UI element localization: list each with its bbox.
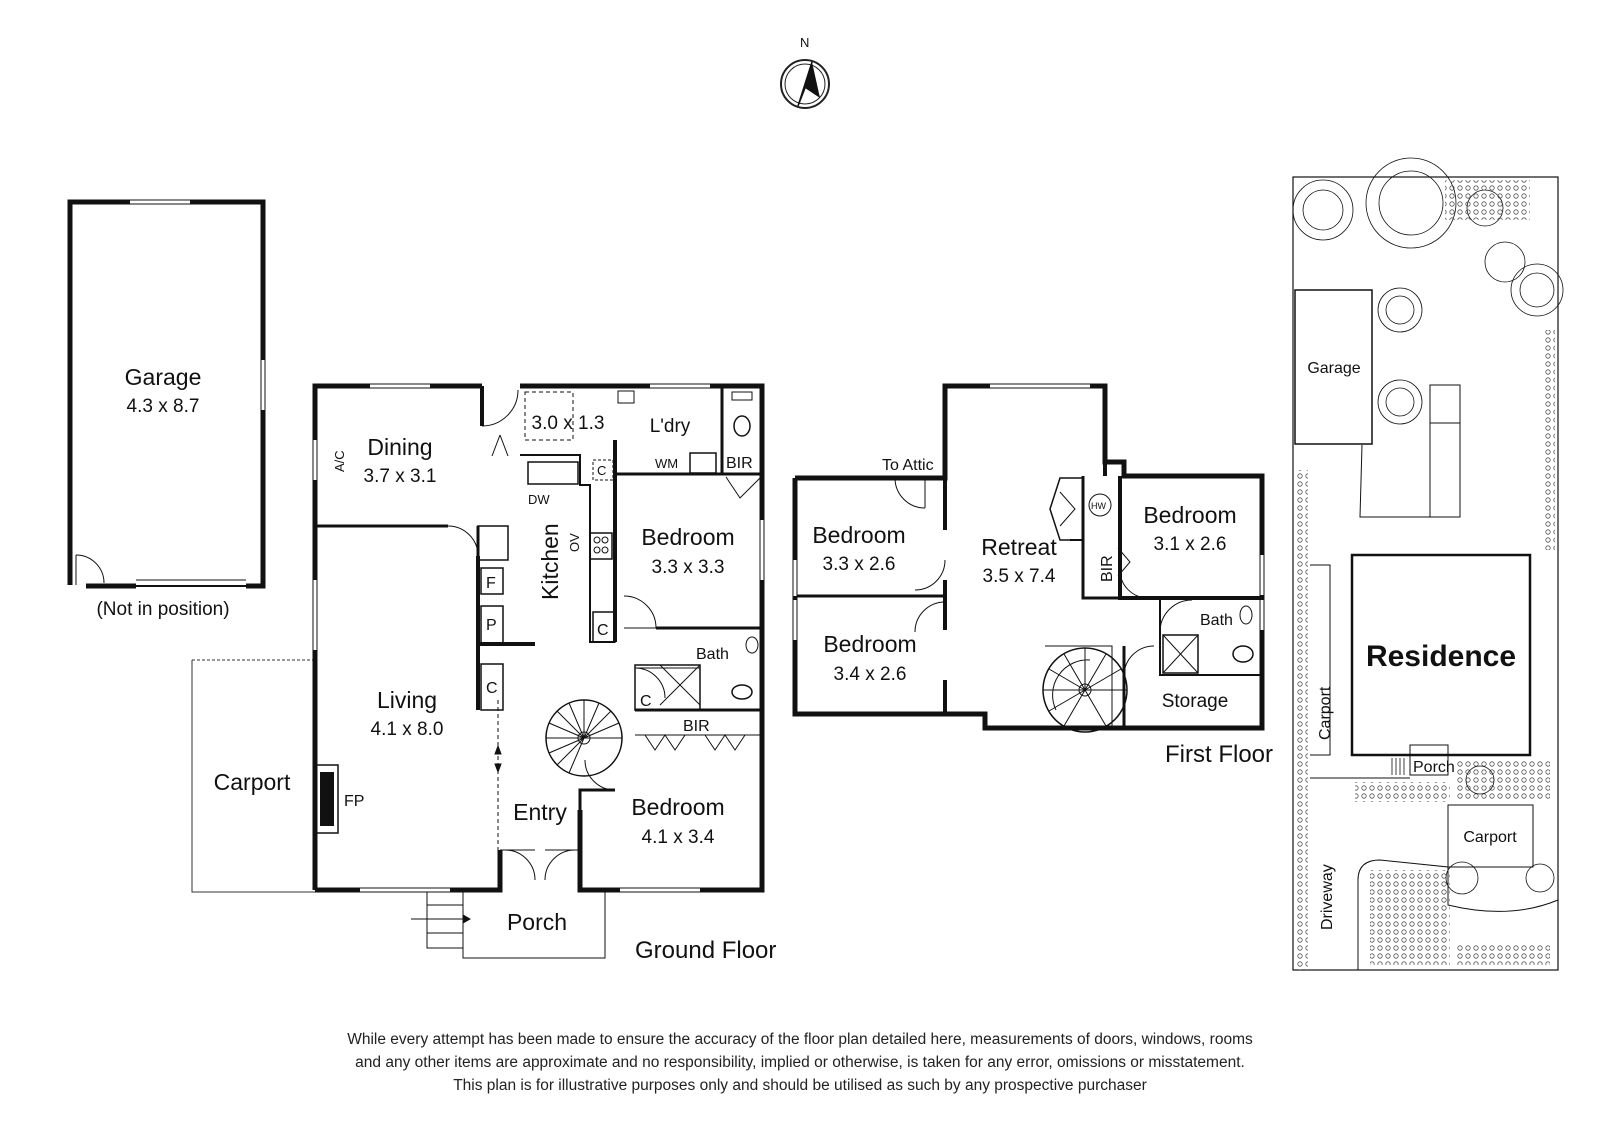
dining-label: Dining	[367, 434, 432, 460]
first-floor-title: First Floor	[1165, 741, 1273, 768]
oven-label: OV	[567, 533, 582, 552]
storage-label: Storage	[1162, 691, 1229, 712]
carport-label: Carport	[214, 769, 291, 795]
porch-label: Porch	[507, 909, 567, 935]
cupboard-label-living: C	[486, 680, 498, 697]
retreat-size: 3.5 x 7.4	[983, 566, 1056, 587]
washing-machine-label: WM	[655, 456, 678, 471]
living-size: 4.1 x 8.0	[371, 719, 444, 740]
residence-label: Residence	[1366, 640, 1516, 673]
disclaimer: While every attempt has been made to ens…	[280, 1028, 1320, 1097]
dining-size: 3.7 x 3.1	[364, 466, 437, 487]
cupboard-label-kitchen: C	[597, 463, 606, 478]
upper-bedroom-1-size: 3.3 x 2.6	[823, 554, 896, 575]
kitchen-label: Kitchen	[537, 523, 563, 600]
retreat-label: Retreat	[981, 534, 1057, 560]
bath-label: Bath	[696, 646, 729, 663]
pantry-area-size: 3.0 x 1.3	[532, 413, 605, 434]
fridge-label: F	[486, 575, 496, 592]
first-floor-windows	[792, 383, 1265, 640]
site-porch-label: Porch	[1413, 759, 1455, 776]
ground-floor-title: Ground Floor	[635, 937, 776, 964]
garage-plan	[67, 199, 266, 589]
upper-bath-label: Bath	[1200, 612, 1233, 629]
ground-floor-windows	[312, 383, 765, 893]
north-compass-icon: N	[780, 35, 830, 109]
attic-label: To Attic	[882, 457, 934, 474]
disclaimer-line-1: While every attempt has been made to ens…	[347, 1031, 1253, 1048]
upper-bedroom-2-size: 3.4 x 2.6	[834, 664, 907, 685]
disclaimer-line-3: This plan is for illustrative purposes o…	[453, 1077, 1147, 1094]
ac-label: A/C	[332, 450, 347, 472]
upper-bedroom-3-label: Bedroom	[1143, 502, 1236, 528]
garage-size: 4.3 x 8.7	[127, 396, 200, 417]
disclaimer-line-2: and any other items are approximate and …	[355, 1054, 1245, 1071]
bedroom-1-cupboard: C	[597, 622, 609, 639]
site-plan	[1292, 157, 1564, 971]
site-carport-side-label: Carport	[1317, 686, 1334, 740]
living-label: Living	[377, 687, 437, 713]
fireplace-label: FP	[344, 793, 364, 810]
driveway-label: Driveway	[1319, 864, 1336, 930]
laundry-bir-label: BIR	[726, 455, 753, 472]
garage-label: Garage	[125, 364, 202, 390]
upper-bedroom-2-label: Bedroom	[823, 631, 916, 657]
carport-plan	[191, 659, 339, 893]
entry-label: Entry	[513, 799, 567, 825]
upper-bedroom-3-size: 3.1 x 2.6	[1154, 534, 1227, 555]
retreat-bir-label: BIR	[1099, 555, 1116, 582]
first-floor-walls	[792, 383, 1265, 733]
compass-north-label: N	[800, 35, 809, 50]
bedroom-1-size: 3.3 x 3.3	[652, 557, 725, 578]
site-garage-label: Garage	[1307, 360, 1360, 377]
ground-bir-label: BIR	[683, 718, 710, 735]
bedroom-2-label: Bedroom	[631, 794, 724, 820]
bedroom-1-label: Bedroom	[641, 524, 734, 550]
bedroom-2-size: 4.1 x 3.4	[642, 827, 715, 848]
hot-water-label: HW	[1091, 501, 1106, 511]
bath-cupboard: C	[640, 693, 652, 710]
site-carport-front-label: Carport	[1463, 829, 1517, 846]
laundry-label: L'dry	[650, 416, 691, 437]
dishwasher-label: DW	[528, 492, 550, 507]
pantry-label: P	[486, 617, 497, 634]
garage-note: (Not in position)	[96, 599, 229, 620]
upper-bedroom-1-label: Bedroom	[812, 522, 905, 548]
